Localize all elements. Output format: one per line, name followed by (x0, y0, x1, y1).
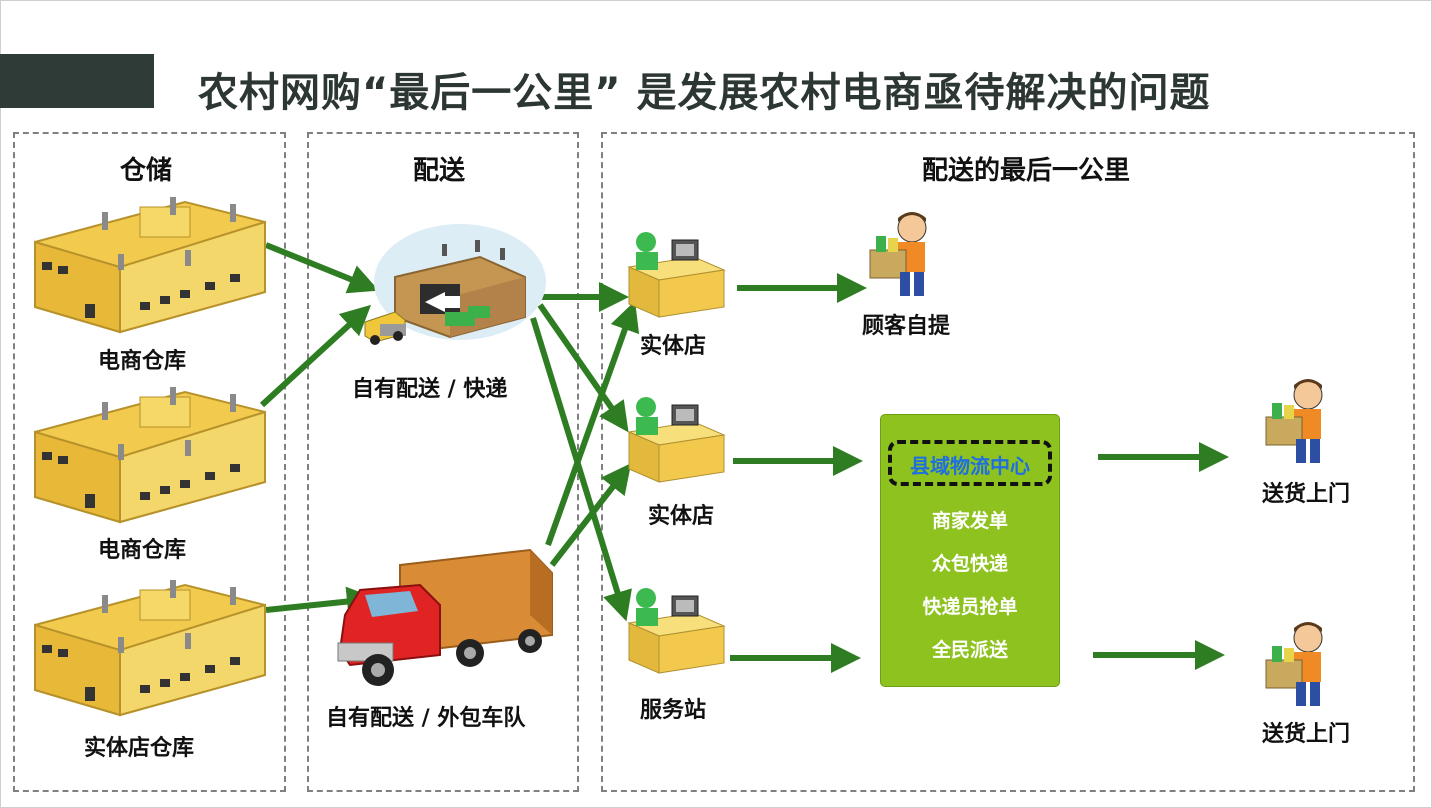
logistics-center-box (880, 414, 1060, 687)
distribution-hub-icon (364, 224, 546, 345)
arrow-wh2-hub (259, 304, 372, 408)
arrow-wh1-hub (264, 242, 379, 294)
delivery-person-icon (1265, 379, 1323, 463)
last-mile-title: 配送的最后一公里 (922, 156, 1131, 186)
logistics-item: 商家发单 (931, 510, 1008, 532)
delivery-mode-label: 自有配送 / 外包车队 (326, 706, 526, 731)
last-mile-panel (601, 132, 1415, 792)
warehouse-icon (34, 387, 266, 524)
delivery-person-icon (1265, 622, 1323, 706)
truck-icon (337, 548, 553, 686)
arrow-truck-store1 (545, 300, 640, 547)
logistics-item: 快递员抢单 (922, 596, 1018, 618)
store-label: 实体店 (648, 504, 715, 529)
service-station-icon (627, 588, 726, 674)
arrow-truck-store2 (549, 463, 632, 567)
home-delivery-label: 送货上门 (1262, 482, 1351, 507)
warehouse-label: 实体店仓库 (84, 736, 195, 761)
logistics-item: 众包快递 (931, 553, 1008, 575)
pickup-label: 顾客自提 (862, 314, 951, 339)
delivery-title: 配送 (413, 156, 466, 186)
delivery-mode-label: 自有配送 / 快递 (352, 377, 508, 402)
customer-carrying-box-icon (869, 212, 927, 296)
logistics-item: 全民派送 (931, 639, 1008, 661)
store-label: 实体店 (640, 334, 707, 359)
storage-title: 仓储 (120, 156, 173, 186)
warehouse-icon (34, 580, 266, 717)
logistics-center-title: 县域物流中心 (910, 454, 1030, 478)
home-delivery-label: 送货上门 (1262, 722, 1351, 747)
warehouse-label: 电商仓库 (98, 538, 187, 563)
title-accent-bar (0, 54, 154, 108)
arrow-hub-store2 (537, 303, 629, 433)
service-station-label: 服务站 (640, 698, 707, 723)
storage-panel (13, 132, 286, 792)
warehouse-label: 电商仓库 (98, 349, 187, 374)
logistics-center-title-box: 县域物流中心 (888, 440, 1052, 486)
arrow-wh3-truck (265, 586, 377, 617)
store-counter-icon (627, 397, 726, 483)
warehouse-icon (34, 197, 266, 334)
slide-title: 农村网购“最后一公里” 是发展农村电商亟待解决的问题 (198, 70, 1211, 116)
store-counter-icon (627, 232, 726, 318)
